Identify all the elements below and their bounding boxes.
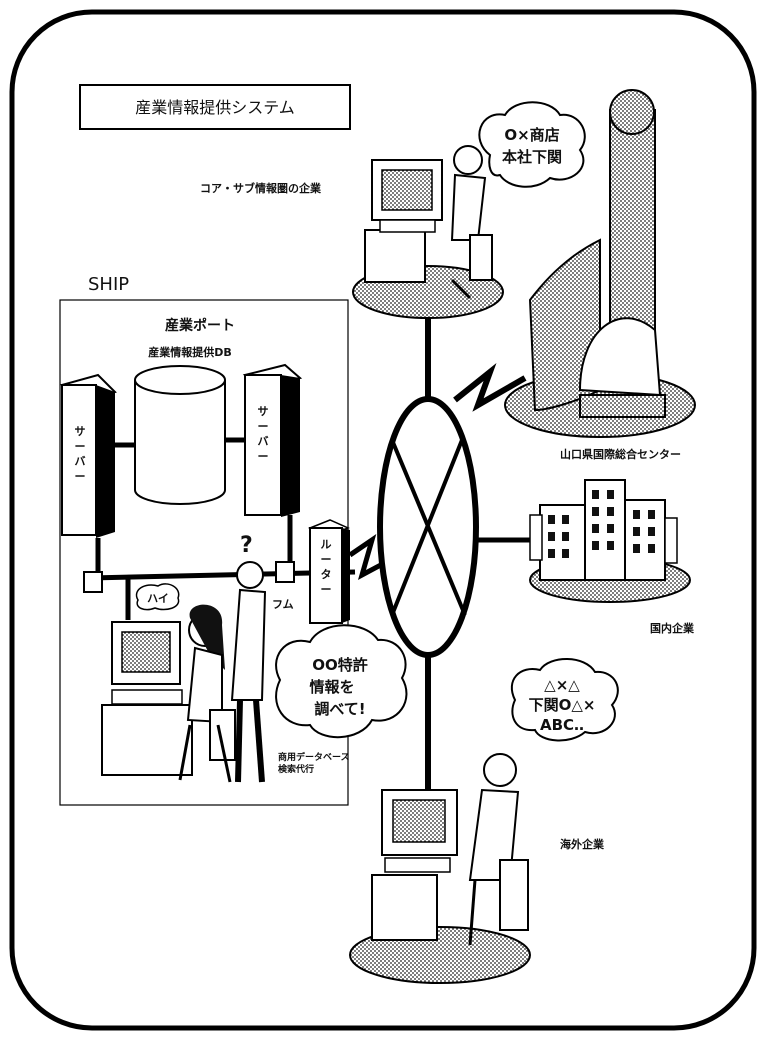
router-label: ルーター [321, 538, 332, 596]
bubble-hai-text: ハイ [147, 592, 169, 605]
bubble-core-company [478, 101, 586, 188]
bubble-overseas-line-3: ABC‥ [540, 716, 584, 734]
domestic-company-label: 国内企業 [650, 621, 695, 635]
service-label-line-2: 検索代行 [278, 763, 314, 775]
ship-label: SHIP [88, 274, 129, 295]
bubble-request-line-2: 情報を [309, 678, 354, 696]
server-right [242, 363, 303, 517]
server-right-label: サーバー [258, 405, 269, 463]
network-hub [377, 300, 530, 795]
page-title: 産業情報提供システム [135, 98, 295, 117]
core-company-label: コア・サブ情報圏の企業 [200, 181, 322, 195]
server-left-label: サーバー [75, 425, 86, 483]
service-label-line-1: 商用データベース [278, 751, 350, 763]
database-cylinder [134, 365, 226, 505]
domestic-company-building [529, 479, 691, 603]
overseas-company-workstation [349, 753, 531, 984]
router [307, 519, 350, 624]
router-link [348, 534, 392, 580]
overseas-company-label: 海外企業 [560, 837, 605, 851]
question-mark: ? [240, 533, 253, 558]
bubble-overseas-line-1: △×△ [544, 676, 580, 694]
bubble-overseas [510, 658, 619, 742]
server-left [60, 373, 117, 538]
title-box [79, 84, 351, 130]
yamaguchi-center-building [504, 89, 696, 438]
ship-operator-workstation [101, 604, 236, 783]
bubble-overseas-line-2: 下関O△× [529, 696, 596, 714]
bubble-request-line-1: OO特許 [312, 656, 368, 674]
yamaguchi-center-label: 山口県国際総合センター [560, 447, 681, 461]
database-label: 産業情報提供DB [148, 345, 232, 359]
center-link [453, 362, 527, 412]
consultant-figure [230, 561, 267, 783]
bubble-request-line-3: 調べて! [314, 700, 365, 718]
industrial-port-label: 産業ポート [165, 317, 235, 334]
bubble-hai [135, 583, 180, 611]
bubble-core-line-2: 本社下関 [502, 148, 562, 166]
core-company-workstation [352, 145, 504, 319]
hmm-label: フム [272, 598, 294, 611]
domestic-building-windows [548, 490, 655, 558]
bubble-request [275, 624, 408, 739]
bubble-core-line-1: O×商店 [504, 126, 559, 144]
